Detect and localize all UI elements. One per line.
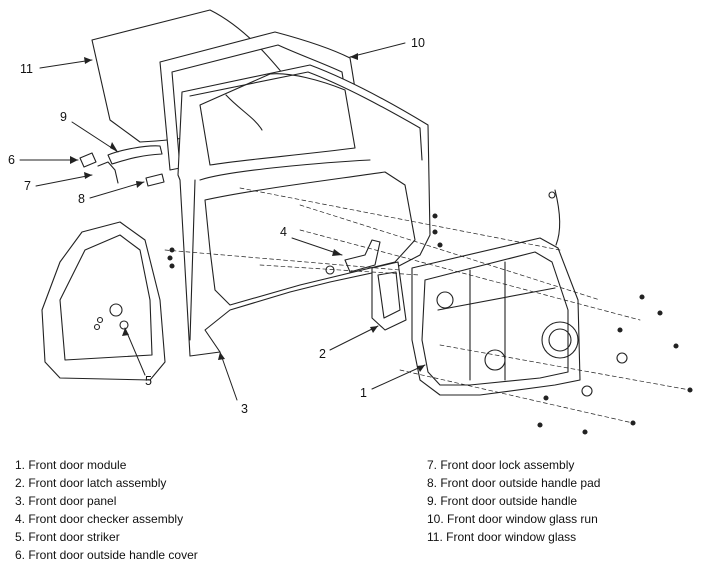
fasteners-drawing — [167, 213, 693, 435]
door-panel-drawing — [177, 64, 431, 357]
callout-6: 6 — [8, 153, 15, 167]
legend-item: 9. Front door outside handle — [427, 494, 578, 508]
callout-11: 11 — [20, 62, 33, 76]
legend-right-column: 7. Front door lock assembly 8. Front doo… — [427, 456, 600, 546]
legend-left-column: 1. Front door module 2. Front door latch… — [15, 456, 198, 564]
assembly-guide-lines — [164, 187, 691, 424]
legend-item: 2. Front door latch assembly — [15, 476, 167, 490]
callout-5: 5 — [145, 374, 152, 388]
legend-item: 11. Front door window glass — [427, 530, 577, 544]
body-pillar-drawing — [41, 221, 166, 381]
callout-10: 10 — [411, 36, 425, 50]
callout-4: 4 — [280, 225, 287, 239]
legend-item: 4. Front door checker assembly — [15, 512, 184, 526]
legend-item: 5. Front door striker — [15, 530, 120, 544]
handle-parts-drawing — [79, 145, 165, 187]
door-latch-drawing — [371, 261, 407, 331]
legend-item: 10. Front door window glass run — [427, 512, 598, 526]
legend-item: 6. Front door outside handle cover — [15, 548, 198, 562]
legend-item: 7. Front door lock assembly — [427, 458, 575, 472]
callout-3: 3 — [241, 402, 248, 416]
callout-7: 7 — [24, 179, 31, 193]
callout-9: 9 — [60, 110, 67, 124]
legend-item: 8. Front door outside handle pad — [427, 476, 601, 490]
door-checker-drawing — [325, 239, 381, 275]
callout-arrowheads — [70, 53, 425, 372]
callout-2: 2 — [319, 347, 326, 361]
door-module-drawing — [411, 189, 628, 397]
legend-item: 3. Front door panel — [15, 494, 117, 508]
front-door-exploded-view: 1 2 3 4 5 6 7 8 9 10 11 — [8, 9, 693, 435]
callout-1: 1 — [360, 386, 367, 400]
callout-8: 8 — [78, 192, 85, 206]
legend-item: 1. Front door module — [15, 458, 127, 472]
